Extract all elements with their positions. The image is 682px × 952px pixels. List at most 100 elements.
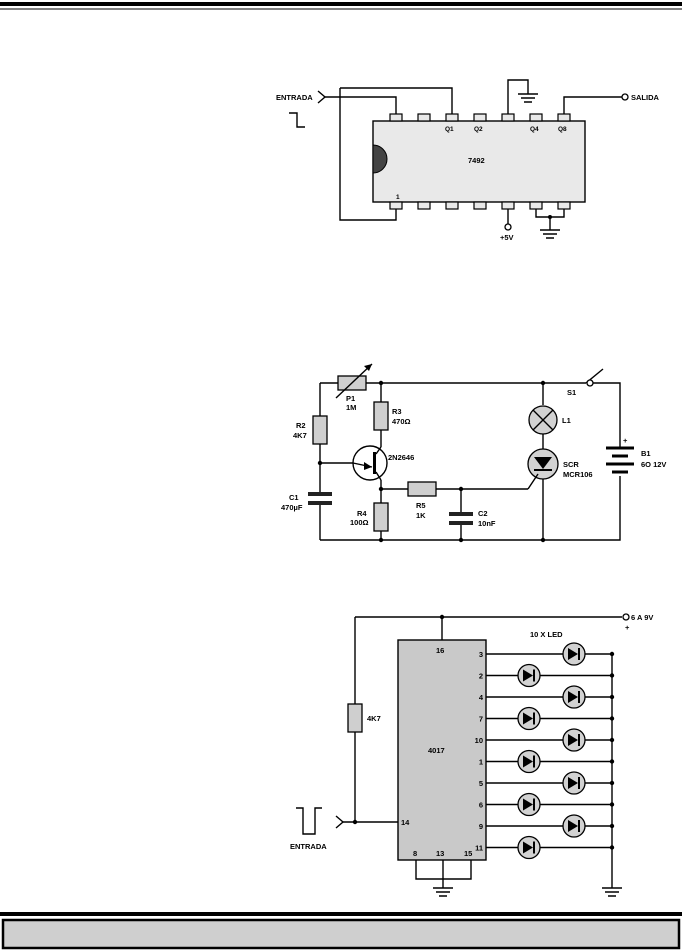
battery-name: B1 — [641, 449, 651, 458]
ground-icon — [602, 888, 622, 896]
vcc-terminal — [505, 224, 511, 230]
p1-value: 1M — [346, 403, 356, 412]
switch-label: S1 — [567, 388, 576, 397]
resistor-4k7 — [348, 704, 362, 732]
bottom-frame — [0, 912, 682, 948]
output-pin-label: 7 — [479, 715, 483, 724]
circuit-7492-divider: ENTRADA SALIDA Q1 Q2 Q4 Q8 7492 1 +5V — [276, 80, 660, 242]
ground-icon — [518, 94, 538, 102]
resistor-r5 — [408, 482, 436, 496]
c2-value: 10nF — [478, 519, 496, 528]
supply-terminal — [623, 614, 629, 620]
output-label: SALIDA — [631, 93, 660, 102]
led-array: 3 2 4 7 10 1 5 6 9 11 — [475, 643, 615, 859]
input-wire — [325, 97, 396, 114]
r2-name: R2 — [296, 421, 306, 430]
supply-label: 6 A 9V — [631, 613, 653, 622]
output-pin-label: 6 — [479, 801, 483, 810]
c1-name: C1 — [289, 493, 299, 502]
c2-name: C2 — [478, 509, 488, 518]
output-pin-label: 2 — [479, 672, 483, 681]
ground-icon — [433, 888, 453, 896]
pin-q8-label: Q8 — [558, 126, 567, 133]
output-terminal — [622, 94, 628, 100]
pin-q4-label: Q4 — [530, 126, 539, 133]
pulse-waveform-icon — [289, 113, 305, 127]
led-icon — [518, 665, 540, 687]
circuit-ujt-scr-lamp: P1 1M R2 4K7 R3 470Ω 2N2646 C1 470µF R4 … — [281, 364, 666, 542]
led-row: 4 — [479, 686, 614, 708]
output-wire — [564, 97, 622, 114]
transistor-label: 2N2646 — [388, 453, 414, 462]
led-row: 10 — [475, 729, 615, 751]
input-label: ENTRADA — [290, 842, 327, 851]
transistor-2n2646 — [353, 446, 387, 480]
gnd-wire-top — [508, 80, 528, 114]
pulse-waveform-icon — [296, 808, 322, 834]
bottom-rail — [320, 476, 620, 540]
led-icon — [518, 794, 540, 816]
led-row: 6 — [479, 794, 614, 816]
scr-model: MCR106 — [563, 470, 593, 479]
p1-name: P1 — [346, 394, 355, 403]
lamp-label: L1 — [562, 416, 571, 425]
pin-q1-label: Q1 — [445, 126, 454, 133]
r2-value: 4K7 — [293, 431, 307, 440]
led-row: 2 — [479, 665, 614, 687]
led-icon — [563, 815, 585, 837]
led-icon — [563, 729, 585, 751]
pin-15-label: 15 — [464, 849, 472, 858]
battery-plus: + — [623, 436, 628, 445]
capacitor-c2 — [449, 512, 473, 525]
r3-name: R3 — [392, 407, 402, 416]
r3-value: 470Ω — [392, 417, 411, 426]
led-row: 5 — [479, 772, 614, 794]
led-row: 9 — [479, 815, 614, 837]
c1-value: 470µF — [281, 503, 303, 512]
pin-16-label: 16 — [436, 646, 444, 655]
chip-label: 4017 — [428, 746, 445, 755]
led-label: 10 X LED — [530, 630, 563, 639]
gnd-wire-bottom — [536, 209, 564, 230]
r4-name: R4 — [357, 509, 367, 518]
output-pin-label: 1 — [479, 758, 483, 767]
ground-icon — [540, 230, 560, 238]
ic-7492-top-pins — [390, 114, 570, 121]
led-icon — [563, 643, 585, 665]
r4-value: 100Ω — [350, 518, 369, 527]
pin-q2-label: Q2 — [474, 126, 483, 133]
pin-8-label: 8 — [413, 849, 417, 858]
battery-b1 — [606, 448, 634, 472]
resistor-r4 — [374, 503, 388, 531]
battery-value: 6O 12V — [641, 460, 666, 469]
input-arrow — [318, 91, 325, 103]
output-pin-label: 9 — [479, 822, 483, 831]
supply-label: +5V — [500, 233, 514, 242]
output-pin-label: 3 — [479, 650, 483, 659]
pin-14-label: 14 — [401, 818, 410, 827]
output-pin-label: 5 — [479, 779, 483, 788]
led-row: 7 — [479, 708, 614, 730]
wire — [593, 383, 620, 448]
led-icon — [563, 686, 585, 708]
resistor-r3 — [374, 402, 388, 430]
output-pin-label: 11 — [475, 844, 483, 853]
led-icon — [518, 837, 540, 859]
led-icon — [563, 772, 585, 794]
capacitor-c1 — [308, 492, 332, 505]
gnd-wires — [416, 860, 471, 888]
r5-value: 1K — [416, 511, 426, 520]
resistor-r2 — [313, 416, 327, 444]
led-row: 11 — [475, 837, 614, 859]
scr-name: SCR — [563, 460, 579, 469]
input-arrow — [336, 816, 343, 828]
pin-13-label: 13 — [436, 849, 444, 858]
resistor-label: 4K7 — [367, 714, 381, 723]
output-pin-label: 10 — [475, 736, 483, 745]
input-label: ENTRADA — [276, 93, 313, 102]
top-rule — [0, 2, 682, 9]
supply-plus: + — [625, 623, 630, 632]
led-row: 3 — [479, 643, 614, 665]
